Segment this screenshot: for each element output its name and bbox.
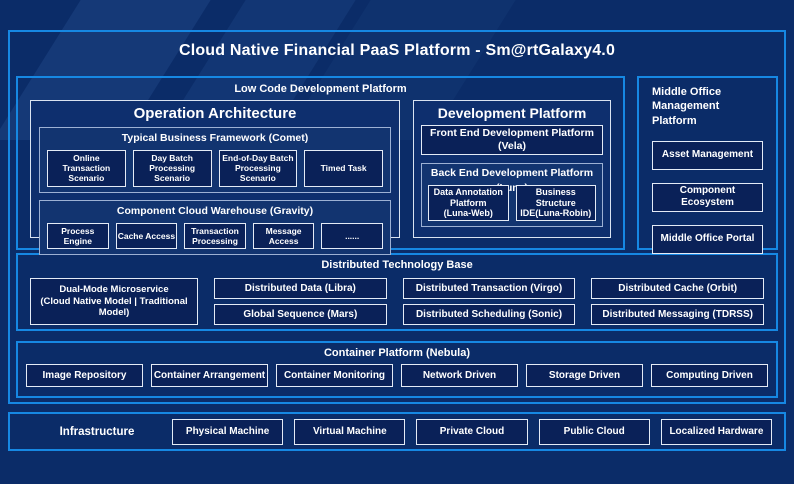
container-platform-label: Container Platform (Nebula) <box>323 347 471 359</box>
box-transaction-processing: Transaction Processing <box>184 222 246 249</box>
box-virtual-machine: Virtual Machine <box>294 418 406 445</box>
typical-business-framework-group: Typical Business Framework (Comet) Onlin… <box>39 127 391 193</box>
box-localized-hardware: Localized Hardware <box>660 418 773 445</box>
distributed-technology-label: Distributed Technology Base <box>321 259 473 271</box>
box-component-ecosystem: Component Ecosystem <box>652 182 763 212</box>
back-end-platform-group: Back End Development Platform (Luna) Dat… <box>421 163 603 227</box>
box-storage-driven: Storage Driven <box>526 364 643 387</box>
low-code-platform-section: Low Code Development Platform Operation … <box>16 76 625 255</box>
box-cache-access: Cache Access <box>115 222 178 249</box>
box-dual-mode-microservice: Dual-Mode Microservice (Cloud Native Mod… <box>30 278 198 325</box>
box-middle-office-portal: Middle Office Portal <box>652 224 763 254</box>
box-public-cloud: Public Cloud <box>538 418 650 445</box>
back-end-items-row: Data Annotation Platform (Luna-Web) Busi… <box>428 185 596 221</box>
box-distributed-transaction-virgo: Distributed Transaction (Virgo) <box>402 278 576 299</box>
middle-office-section: Middle Office Management Platform Asset … <box>637 76 778 254</box>
box-distributed-messaging-tdrss: Distributed Messaging (TDRSS) <box>591 304 765 325</box>
box-message-access: Message Access <box>252 222 315 249</box>
box-timed-task: Timed Task <box>304 150 383 187</box>
container-platform-items-row: Image Repository Container Arrangement C… <box>18 364 776 387</box>
typical-business-framework-title: Typical Business Framework (Comet) <box>121 132 309 144</box>
box-computing-driven: Computing Driven <box>651 364 768 387</box>
box-distributed-data-libra: Distributed Data (Libra) <box>214 278 387 299</box>
platform-title: Cloud Native Financial PaaS Platform - S… <box>178 42 616 59</box>
box-end-of-day-batch-processing-scenario: End-of-Day Batch Processing Scenario <box>218 150 298 187</box>
back-end-platform-title: Back End Development Platform (Luna) <box>430 167 594 194</box>
platform-content-row: Low Code Development Platform Operation … <box>16 76 778 255</box>
low-code-panels-row: Operation Architecture Typical Business … <box>18 100 623 255</box>
box-container-monitoring: Container Monitoring <box>276 364 393 387</box>
infrastructure-section: Infrastructure Physical Machine Virtual … <box>8 412 786 451</box>
development-platform-title: Development Platform <box>437 105 587 121</box>
box-network-driven: Network Driven <box>401 364 518 387</box>
box-image-repository: Image Repository <box>26 364 143 387</box>
distributed-column-1: Distributed Data (Libra) Global Sequence… <box>214 278 387 325</box>
operation-architecture-panel: Operation Architecture Typical Business … <box>30 100 400 255</box>
box-day-batch-processing-scenario: Day Batch Processing Scenario <box>132 150 212 187</box>
distributed-technology-section: Distributed Technology Base Dual-Mode Mi… <box>16 253 778 331</box>
business-framework-items-row: Online Transaction Scenario Day Batch Pr… <box>47 150 383 187</box>
distributed-column-2: Distributed Transaction (Virgo) Distribu… <box>402 278 576 325</box>
box-distributed-scheduling-sonic: Distributed Scheduling (Sonic) <box>402 304 576 325</box>
infrastructure-items-row: Physical Machine Virtual Machine Private… <box>172 418 773 445</box>
operation-architecture-title: Operation Architecture <box>133 105 297 122</box>
component-cloud-warehouse-title: Component Cloud Warehouse (Gravity) <box>116 204 314 217</box>
box-business-structure-ide: Business Structure IDE(Luna-Robin) <box>515 185 596 221</box>
box-process-engine: Process Engine <box>47 222 109 249</box>
box-front-end-development-platform: Front End Development Platform (Vela) <box>421 125 603 155</box>
box-asset-management: Asset Management <box>652 140 763 170</box>
box-global-sequence-mars: Global Sequence (Mars) <box>214 304 387 325</box>
distributed-column-3: Distributed Cache (Orbit) Distributed Me… <box>591 278 765 325</box>
box-private-cloud: Private Cloud <box>416 418 528 445</box>
box-data-annotation-platform: Data Annotation Platform (Luna-Web) <box>428 185 509 221</box>
box-online-transaction-scenario: Online Transaction Scenario <box>47 150 126 187</box>
low-code-platform-label: Low Code Development Platform <box>234 83 407 95</box>
infrastructure-label: Infrastructure <box>59 425 135 438</box>
middle-office-title: Middle Office Management Platform <box>652 86 722 127</box>
box-container-arrangement: Container Arrangement <box>151 364 268 387</box>
box-ellipsis-more: ...... <box>321 222 383 249</box>
main-platform-frame: Cloud Native Financial PaaS Platform - S… <box>8 30 786 404</box>
box-distributed-cache-orbit: Distributed Cache (Orbit) <box>591 278 765 299</box>
cloud-warehouse-items-row: Process Engine Cache Access Transaction … <box>47 222 383 249</box>
box-physical-machine: Physical Machine <box>172 418 284 445</box>
development-platform-panel: Development Platform Front End Developme… <box>413 100 611 238</box>
component-cloud-warehouse-group: Component Cloud Warehouse (Gravity) Proc… <box>39 199 391 255</box>
distributed-items-row: Dual-Mode Microservice (Cloud Native Mod… <box>18 278 776 325</box>
container-platform-section: Container Platform (Nebula) Image Reposi… <box>16 341 778 398</box>
